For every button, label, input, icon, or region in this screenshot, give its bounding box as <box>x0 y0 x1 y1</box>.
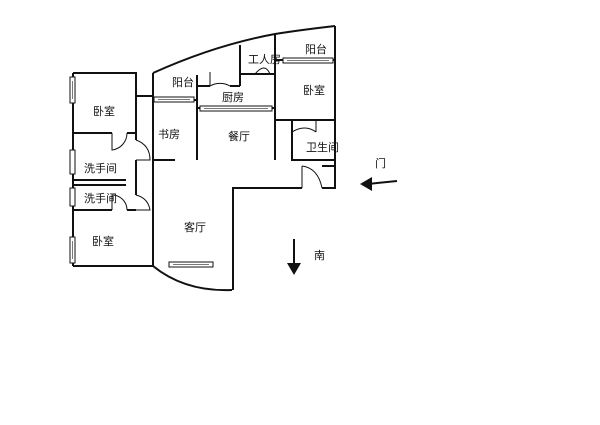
south-marker: 南 <box>287 239 325 275</box>
arrow-left-icon <box>360 177 398 191</box>
label-washroom-upper: 洗手间 <box>84 161 117 175</box>
label-study: 书房 <box>158 128 180 141</box>
label-bedroom-east: 卧室 <box>303 83 325 97</box>
label-living: 客厅 <box>184 220 206 234</box>
label-door: 门 <box>375 156 386 170</box>
entrance-marker: 门 <box>360 156 398 191</box>
label-south: 南 <box>314 249 325 262</box>
door-swings <box>111 67 323 211</box>
room-labels: 卧室 洗手间 洗手间 卧室 书房 阳台 厨房 餐厅 客厅 工人房 阳台 卧室 卫… <box>84 42 339 248</box>
label-dining: 餐厅 <box>228 129 250 143</box>
label-kitchen: 厨房 <box>222 91 244 104</box>
outer-walls <box>72 25 336 292</box>
label-servant: 工人房 <box>248 53 281 66</box>
label-balcony-west: 阳台 <box>172 75 194 89</box>
arrow-down-icon <box>287 239 301 275</box>
label-bedroom-sw: 卧室 <box>92 234 114 248</box>
label-washroom-lower: 洗手间 <box>84 191 117 205</box>
label-bedroom-nw: 卧室 <box>93 104 115 118</box>
label-bathroom: 卫生间 <box>306 140 339 154</box>
windows <box>69 57 334 268</box>
label-balcony-east: 阳台 <box>305 42 327 56</box>
